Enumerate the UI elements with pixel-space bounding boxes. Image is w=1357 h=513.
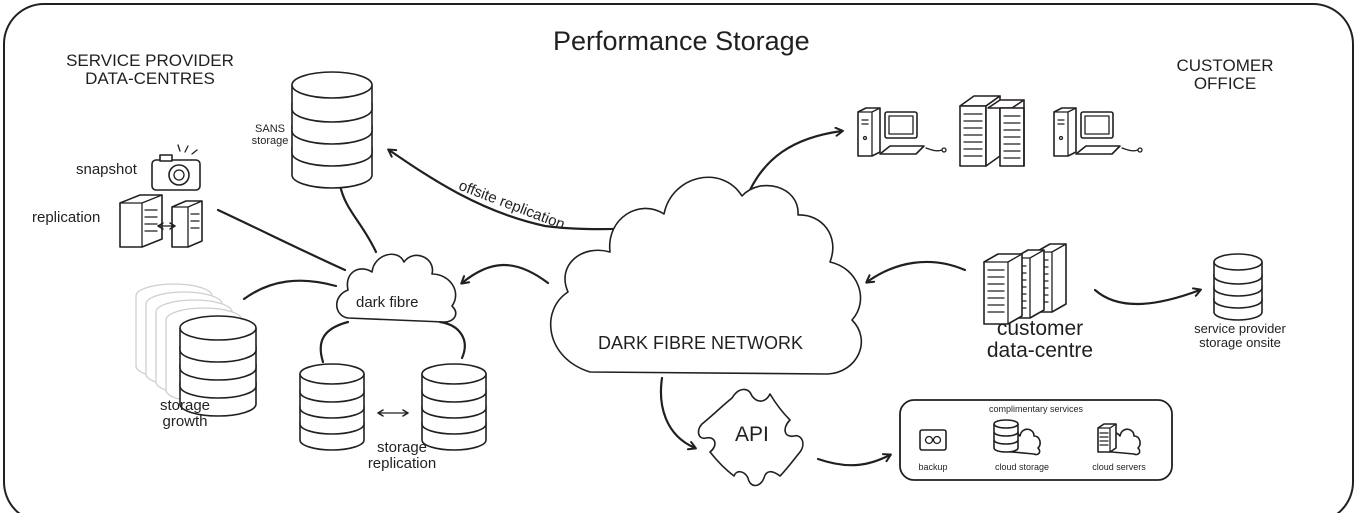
dark-fibre-network-label: DARK FIBRE NETWORK [598, 333, 804, 353]
dark-fibre-cloud [335, 253, 457, 323]
camera-icon [151, 144, 201, 191]
sans-label-line1: SANS [255, 123, 285, 135]
cloud-storage-icon [993, 419, 1041, 456]
customer-dc-line1: customer [996, 317, 1084, 340]
storage-growth-line2: growth [162, 412, 208, 430]
storage-replication-line2: replication [367, 454, 437, 472]
customer-office-heading: CUSTOMER OFFICE [1160, 57, 1290, 93]
replication-label: replication [32, 209, 101, 226]
storage-replication-left-icon [299, 363, 365, 451]
diagram-title: Performance Storage [553, 26, 810, 56]
storage-replication-right-icon [421, 363, 487, 451]
customer-data-centre-label: customer data-centre [960, 317, 1120, 363]
service-cloud-servers-label: cloud servers [1092, 462, 1146, 472]
storage-growth-line1: storage [159, 397, 211, 414]
onsite-storage-icon [1213, 253, 1263, 321]
onsite-storage-label: service provider storage onsite [1170, 322, 1310, 349]
onsite-storage-line2: storage onsite [1199, 334, 1281, 350]
onsite-storage-line1: service provider [1194, 321, 1286, 336]
service-provider-heading-line2: DATA-CENTRES [85, 68, 215, 88]
workstation-icon-2 [1053, 107, 1143, 157]
dark-fibre-label: dark fibre [356, 294, 419, 311]
replication-servers-icon [119, 194, 203, 248]
dark-fibre-network-cloud [549, 176, 863, 375]
customer-data-centre-icon [983, 243, 1067, 325]
api-puzzle-icon [697, 388, 804, 487]
snapshot-label: snapshot [76, 161, 137, 178]
service-provider-heading: SERVICE PROVIDER DATA-CENTRES [48, 52, 252, 88]
cloud-server-icon [1097, 423, 1141, 456]
service-backup-label: backup [918, 462, 948, 472]
tape-icon [919, 429, 947, 451]
customer-dc-line2: data-centre [986, 339, 1094, 363]
sans-storage-icon [291, 71, 373, 189]
service-provider-heading-line1: SERVICE PROVIDER [66, 51, 234, 70]
sans-storage-label: SANS storage [248, 123, 292, 147]
outer-frame [3, 3, 1354, 513]
storage-replication-line1: storage [376, 439, 428, 456]
sans-label-line2: storage [251, 134, 289, 147]
service-cloud-storage-label: cloud storage [994, 462, 1050, 472]
api-label: API [735, 423, 769, 446]
customer-office-heading-line2: OFFICE [1193, 73, 1257, 93]
workstation-icon [857, 107, 947, 157]
storage-replication-label: storage replication [352, 440, 452, 472]
server-rack-icon [959, 95, 1025, 167]
services-title: complimentary services [988, 404, 1084, 414]
customer-office-heading-line1: CUSTOMER [1176, 56, 1274, 75]
storage-growth-label: storage growth [150, 398, 220, 430]
storage-growth-icon [135, 283, 257, 417]
